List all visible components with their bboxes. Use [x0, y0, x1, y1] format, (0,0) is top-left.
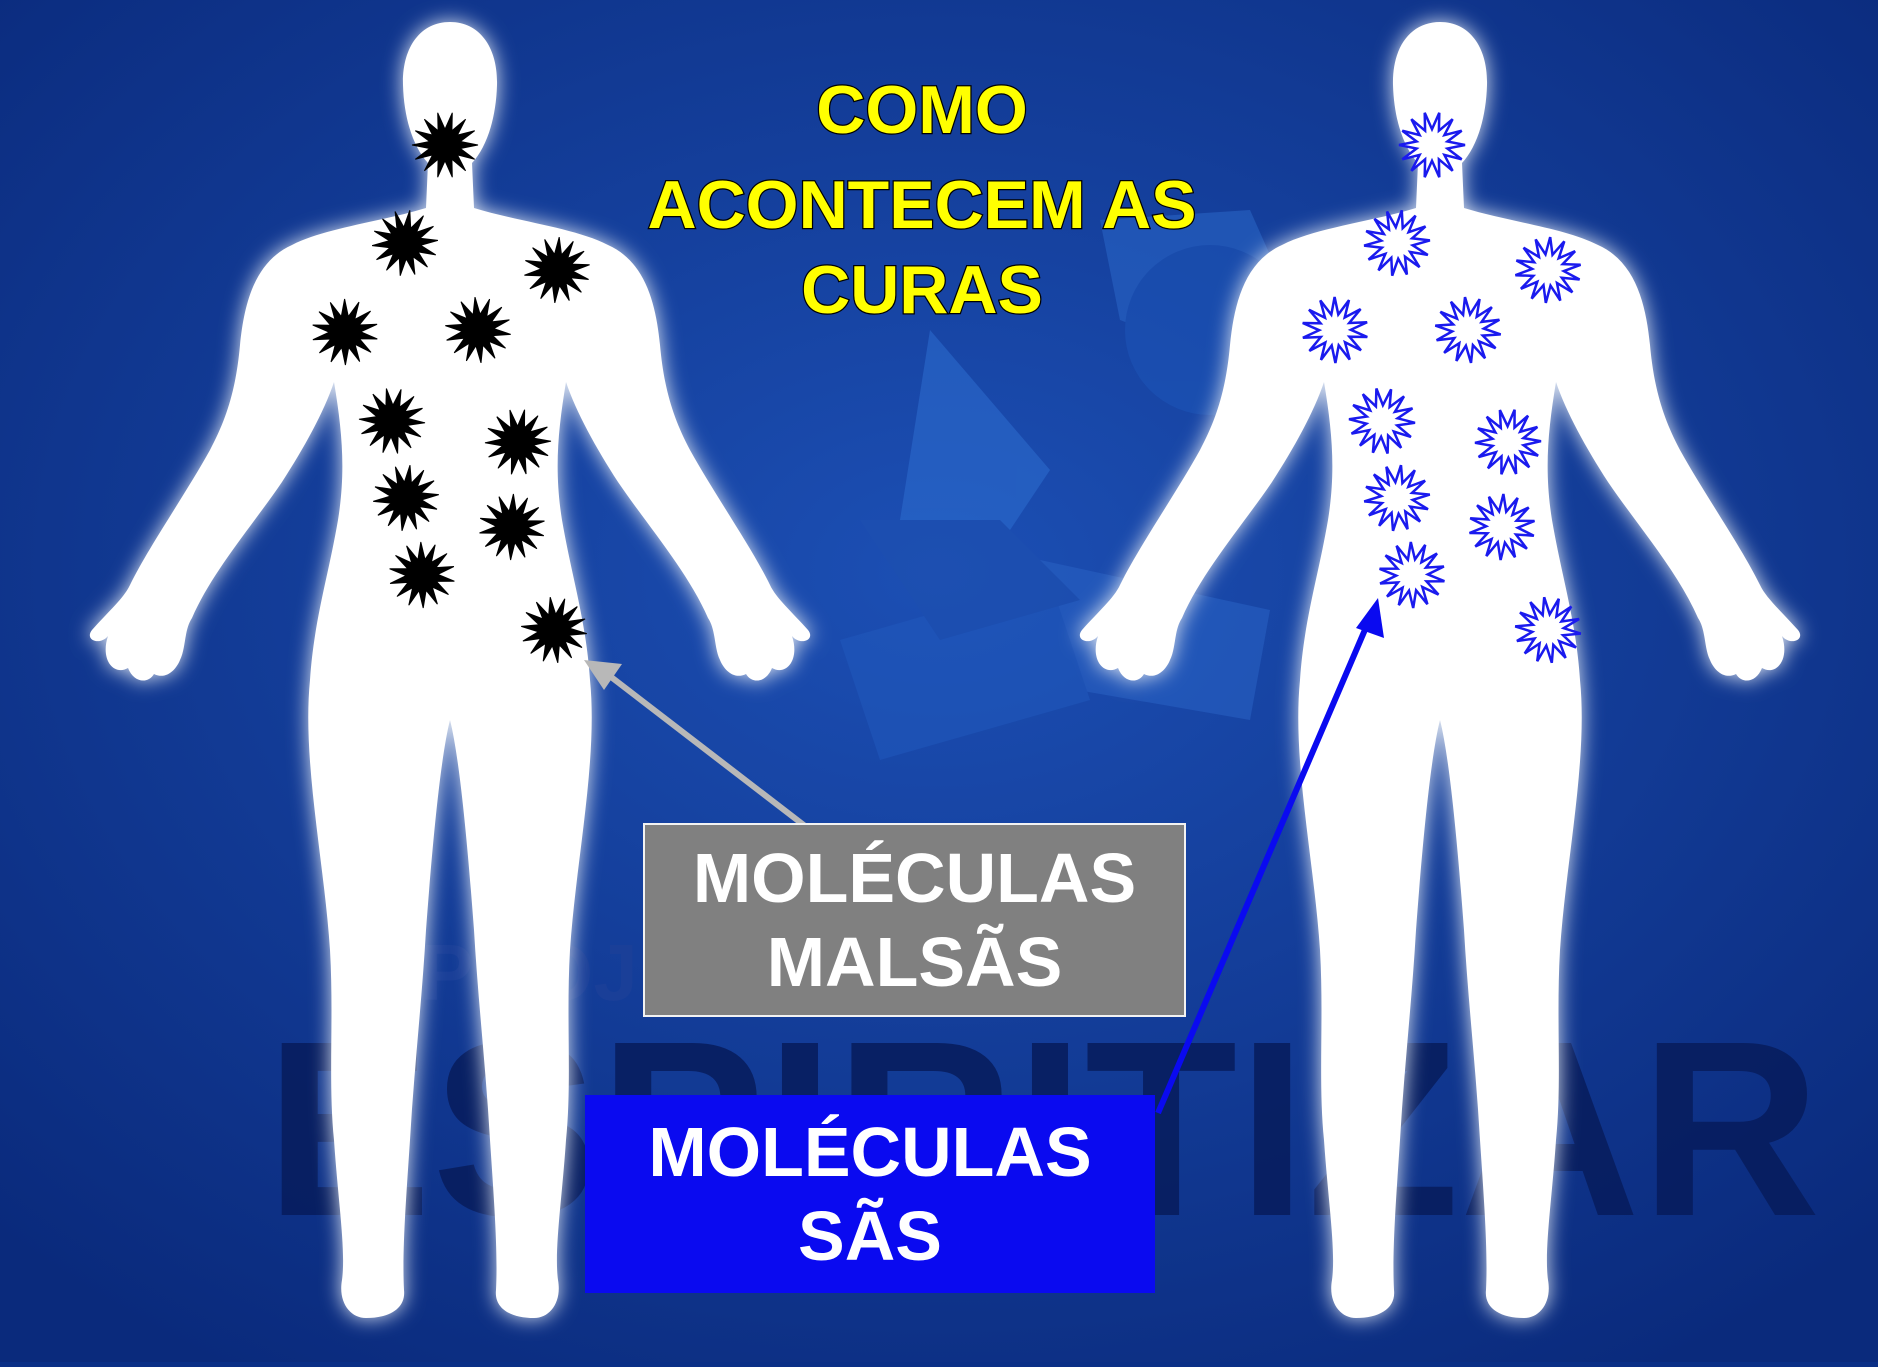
unhealthy-molecule-starburst-icon-5: [445, 296, 511, 364]
healthy-label-line-2: SÃS: [798, 1197, 942, 1275]
healthy-arrow: [1155, 598, 1384, 1115]
healthy-molecule-starburst-icon-4: [1302, 296, 1368, 364]
title-line-3: CURAS: [801, 252, 1043, 328]
unhealthy-molecule-starburst-icon-3: [524, 236, 590, 304]
unhealthy-molecule-starburst-icon-10: [389, 541, 455, 609]
unhealthy-label-line-1: MOLÉCULAS: [692, 839, 1137, 917]
unhealthy-molecule-starburst-icon-7: [484, 409, 552, 475]
healthy-molecule-starburst-icon-9: [1469, 493, 1535, 561]
healthy-molecule-starburst-icon-10: [1379, 541, 1445, 609]
healthy-molecule-starburst-icon-1: [1398, 112, 1466, 178]
healthy-molecule-starburst-icon-2: [1363, 209, 1431, 277]
unhealthy-molecules-label: MOLÉCULAS MALSÃS: [643, 823, 1186, 1017]
title-line-2: ACONTECEM AS: [647, 167, 1196, 243]
healthy-molecule-starburst-icon-3: [1514, 236, 1582, 304]
unhealthy-molecules: [312, 112, 590, 663]
unhealthy-molecule-starburst-icon-8: [373, 465, 439, 531]
healthy-label-line-1: MOLÉCULAS: [648, 1113, 1092, 1191]
healthy-molecules-label: MOLÉCULAS SÃS: [585, 1095, 1155, 1293]
unhealthy-label-line-2: MALSÃS: [766, 923, 1063, 1001]
healthy-molecule-starburst-icon-7: [1474, 409, 1542, 475]
healthy-molecule-starburst-icon-5: [1434, 296, 1502, 364]
unhealthy-molecule-starburst-icon-11: [521, 597, 587, 663]
healthy-molecule-starburst-icon-11: [1514, 596, 1582, 664]
title-line-1: COMO: [816, 72, 1028, 148]
healthy-molecule-starburst-icon-6: [1348, 388, 1416, 454]
unhealthy-molecule-starburst-icon-6: [358, 388, 426, 454]
unhealthy-molecule-starburst-icon-4: [312, 298, 378, 366]
unhealthy-arrow: [584, 660, 807, 829]
title: COMO ACONTECEM AS CURAS: [646, 71, 1198, 330]
unhealthy-molecule-starburst-icon-1: [411, 112, 479, 178]
unhealthy-molecule-starburst-icon-2: [371, 210, 439, 276]
healthy-molecule-starburst-icon-8: [1363, 464, 1431, 532]
unhealthy-molecule-starburst-icon-9: [479, 493, 545, 561]
healthy-molecules: [1302, 112, 1582, 664]
